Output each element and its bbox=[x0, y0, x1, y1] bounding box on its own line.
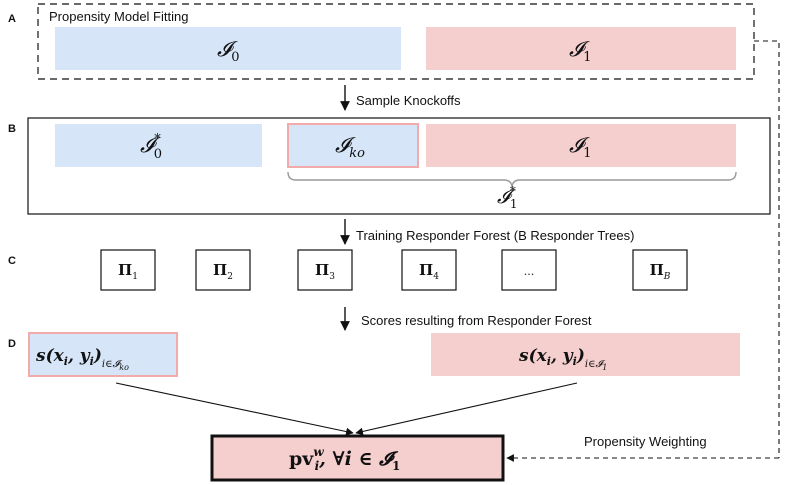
tree-label: ... bbox=[524, 265, 535, 278]
set-i0-star-box bbox=[55, 124, 262, 167]
responder-trees: Π1 Π2 Π3 Π4... ΠB bbox=[100, 249, 688, 291]
brace bbox=[287, 171, 737, 189]
panel-b-tag: B bbox=[8, 123, 16, 135]
panel-b-frame bbox=[27, 117, 771, 215]
tree-label: Π4 bbox=[419, 261, 439, 282]
tree-box: ... bbox=[501, 249, 557, 291]
step-sample-label: Sample Knockoffs bbox=[356, 93, 461, 108]
set-iko-box bbox=[287, 123, 419, 168]
tree-box-frame bbox=[100, 249, 156, 291]
set-i1-star-label: 𝓘*1 bbox=[497, 184, 518, 211]
set-i0-star-label: 𝓘*0 bbox=[140, 132, 162, 162]
panel-c-tag: C bbox=[8, 255, 16, 267]
tree-box-frame bbox=[195, 249, 251, 291]
weighting-dashed-line bbox=[754, 40, 780, 458]
tree-box-frame bbox=[401, 249, 457, 291]
tree-box-frame bbox=[632, 249, 688, 291]
panel-a-tag: A bbox=[8, 13, 16, 25]
set-i1-b-box bbox=[426, 124, 736, 167]
panel-a-title: Propensity Model Fitting bbox=[49, 9, 188, 24]
panel-d-tag: D bbox=[8, 338, 16, 350]
set-i0-box bbox=[55, 27, 401, 70]
arrow-i1-to-output bbox=[355, 382, 578, 436]
tree-label: Π1 bbox=[118, 261, 138, 282]
tree-box: Π2 bbox=[195, 249, 251, 291]
score-i1-label: s(xi, yi)i∈𝓘1 bbox=[518, 346, 607, 372]
tree-label: ΠB bbox=[650, 261, 671, 282]
score-ko-box bbox=[28, 332, 178, 377]
tree-box: ΠB bbox=[632, 249, 688, 291]
tree-label: Π2 bbox=[213, 261, 233, 282]
tree-box: Π1 bbox=[100, 249, 156, 291]
output-box bbox=[210, 434, 505, 482]
tree-box-frame bbox=[501, 249, 557, 291]
score-ko-label: s(xi, yi)i∈𝓘ko bbox=[35, 346, 129, 372]
step-scores-label: Scores resulting from Responder Forest bbox=[361, 313, 592, 328]
score-i1-box bbox=[431, 333, 740, 376]
step-weighting-label: Propensity Weighting bbox=[584, 434, 707, 449]
arrow-ko-to-output bbox=[115, 382, 354, 436]
tree-box: Π4 bbox=[401, 249, 457, 291]
step-training-label: Training Responder Forest (B Responder T… bbox=[356, 228, 634, 243]
set-i1-box bbox=[426, 27, 736, 70]
tree-box: Π3 bbox=[297, 249, 353, 291]
tree-box-frame bbox=[297, 249, 353, 291]
tree-label: Π3 bbox=[315, 261, 335, 282]
